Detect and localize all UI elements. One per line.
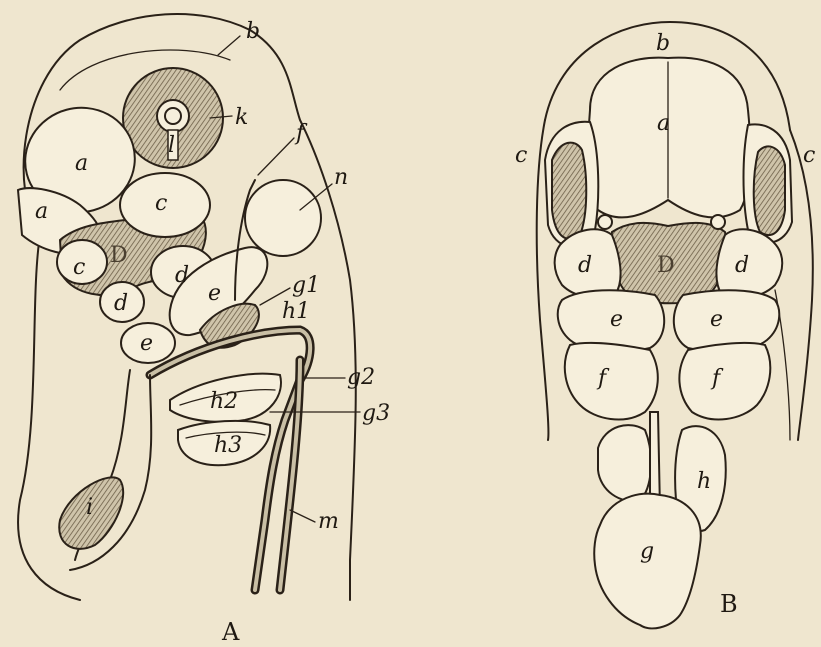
label-a-c1: c <box>155 191 167 216</box>
label-b-c2: c <box>803 143 815 168</box>
label-a-a1: a <box>75 151 88 176</box>
label-b-e1: e <box>610 307 623 332</box>
label-a-k: k <box>235 105 248 130</box>
lens-l-inner <box>165 108 181 124</box>
lobe-e-b-right <box>674 290 779 351</box>
label-a-e2: e <box>140 331 153 356</box>
eye-c-left-shade <box>552 143 586 239</box>
hemisphere-a <box>588 58 751 218</box>
label-a-b: b <box>246 19 260 44</box>
outline-b-right-side <box>790 130 813 440</box>
knob-left <box>598 215 612 229</box>
label-b-g: g <box>640 539 654 564</box>
label-a-D: D <box>110 243 128 268</box>
label-b-c1: c <box>515 143 527 168</box>
label-a-n: n <box>334 165 348 190</box>
label-a-m: m <box>318 509 339 534</box>
label-b-d2: d <box>735 253 749 278</box>
label-b-d1: d <box>578 253 592 278</box>
label-a-g3: g3 <box>362 401 390 426</box>
leader-f <box>258 138 294 175</box>
label-a-h2: h2 <box>210 389 238 414</box>
leader-b <box>218 36 240 55</box>
label-a-c2: c <box>73 255 85 280</box>
figure-b: b a c c D d d e e f f h g B <box>515 22 815 628</box>
caption-b: B <box>720 590 738 618</box>
vesicle-n <box>245 180 321 256</box>
label-b-b: b <box>656 31 670 56</box>
caption-a: A <box>221 618 240 646</box>
label-a-e1: e <box>208 281 221 306</box>
lobe-f-b-right <box>679 343 770 420</box>
lobe-h-left <box>598 425 651 501</box>
label-a-i: i <box>86 495 93 520</box>
label-a-g1: g1 <box>292 273 320 298</box>
knob-right <box>711 215 725 229</box>
label-a-a2: a <box>35 199 48 224</box>
lobe-f-b-left <box>565 343 658 420</box>
label-a-d1: d <box>175 263 189 288</box>
label-b-a: a <box>657 111 670 136</box>
label-a-g2: g2 <box>347 365 375 390</box>
eye-c-right-shade <box>754 146 785 235</box>
label-a-h3: h3 <box>214 433 242 458</box>
label-b-e2: e <box>710 307 723 332</box>
figure-a: b k l f a a c n c D d d e e g1 h1 g2 g3 … <box>13 14 390 646</box>
label-a-l: l <box>168 133 175 158</box>
label-a-d2: d <box>114 291 128 316</box>
label-a-h1: h1 <box>282 299 310 324</box>
label-b-D: D <box>657 253 675 278</box>
leader-m <box>290 510 315 522</box>
label-b-h: h <box>697 469 711 494</box>
